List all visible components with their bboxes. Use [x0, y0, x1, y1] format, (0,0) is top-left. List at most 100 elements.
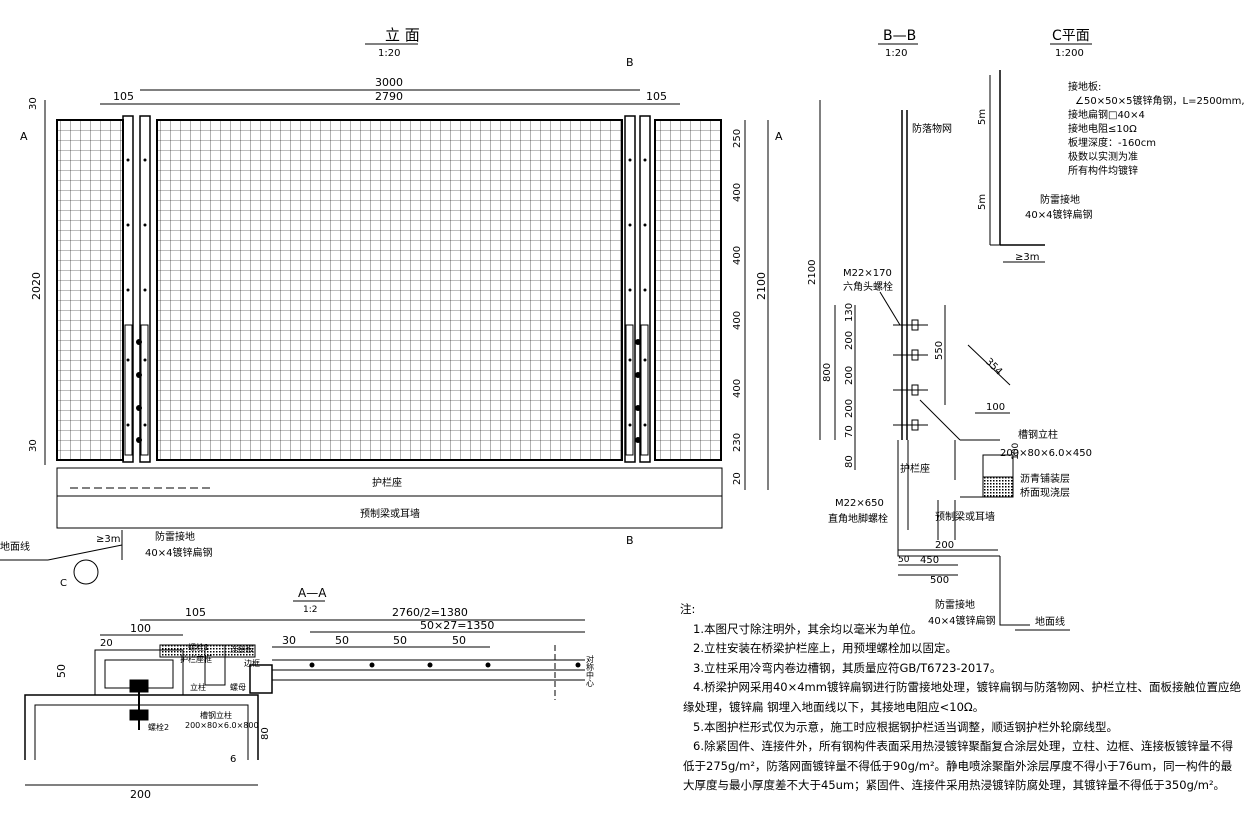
aa-d80: 80 [260, 727, 271, 740]
cplan-line-6: 所有构件均镀锌 [1068, 164, 1138, 177]
cplan-line-3: 接地电阻≤10Ω [1068, 122, 1137, 135]
label-lightning: 防雷接地 [155, 530, 195, 543]
dim-r230: 230 [732, 433, 743, 452]
section-mark-a-right: A [775, 130, 783, 143]
note-item-6: 6.除紧固件、连接件外，所有钢构件表面采用热浸镀锌聚酯复合涂层处理，立柱、边框、… [683, 739, 1233, 793]
aa-d50: 50 [55, 664, 68, 678]
bb-section: B—B 1:20 防落物网 M22×170 六角头螺栓 槽钢立柱 200×80×… [807, 28, 1092, 631]
bb-scale: 1:20 [885, 48, 907, 59]
aa-d50c: 50 [452, 634, 466, 647]
dim-left-post: 105 [113, 90, 134, 103]
dim-r400b: 400 [732, 246, 743, 265]
cplan-line-1: ∠50×50×5镀锌角钢，L=2500mm, [1075, 94, 1245, 107]
dim-r20: 20 [732, 472, 743, 485]
dim-overall-width: 3000 [375, 76, 403, 89]
bb-d70: 70 [844, 425, 855, 438]
bb-lightning: 防雷接地 [935, 598, 975, 611]
bb-concrete: 桥面现浇层 [1020, 486, 1070, 499]
notes-heading: 注: [680, 602, 696, 616]
label-steel: 40×4镀锌扁钢 [145, 546, 212, 559]
bb-guard-base: 护栏座 [900, 462, 930, 475]
elevation-scale: 1:20 [378, 48, 400, 59]
label-ground: 地面线 [0, 540, 30, 553]
label-c: C [60, 578, 67, 589]
c-plan: C平面 1:200 5m 5m ≥3m 防雷接地 40×4镀锌扁钢 接地板: ∠… [977, 28, 1245, 263]
note-item-1: 1.本图尺寸除注明外，其余均以毫米为单位。 [693, 621, 923, 636]
dim-r400a: 400 [732, 183, 743, 202]
aa-plate: 连接板 [230, 644, 254, 654]
bb-bolt-top: M22×170 [843, 268, 892, 279]
bb-fence: 防落物网 [912, 122, 952, 135]
aa-section: A—A 1:2 105 100 20 50 200 6 80 [24, 586, 595, 801]
elevation-view: 立 面 1:20 3000 2790 105 105 [0, 26, 783, 589]
bb-title: B—B [883, 28, 916, 44]
bb-d200b: 200 [844, 366, 855, 385]
aa-d100: 100 [130, 622, 151, 635]
aa-d30: 30 [282, 634, 296, 647]
cplan-title: C平面 [1052, 28, 1090, 44]
note-item-2: 2.立柱安装在桥梁护栏座上，用预埋螺栓加以固定。 [693, 641, 957, 656]
dim-inner-width: 2790 [375, 90, 403, 103]
bb-bolt-top2: 六角头螺栓 [843, 280, 893, 293]
bb-h2100: 2100 [807, 260, 818, 285]
bb-beam: 预制梁或耳墙 [935, 510, 995, 523]
bb-bolt-bot: M22×650 [835, 498, 884, 509]
bb-channel: 槽钢立柱 [1018, 428, 1058, 441]
cplan-steel: 40×4镀锌扁钢 [1025, 208, 1092, 221]
bb-d80: 80 [844, 455, 855, 468]
bb-d50: 50 [898, 555, 910, 565]
aa-half: 2760/2=1380 [392, 606, 468, 619]
aa-post: 立柱 [190, 682, 206, 692]
aa-nut: 螺母 [230, 682, 246, 692]
bb-h800: 800 [822, 363, 833, 382]
dim-right-total: 2100 [755, 272, 768, 300]
note-item-5: 5.本图护栏形式仅为示意，施工时应根据钢护栏适当调整，顺适钢护栏外轮廓线型。 [693, 719, 1118, 734]
dim-top-gap: 30 [28, 97, 39, 110]
notes-block: 注: 1.本图尺寸除注明外，其余均以毫米为单位。 2.立柱安装在桥梁护栏座上，用… [680, 600, 1243, 796]
label-guard-base: 护栏座 [372, 476, 402, 489]
aa-d50b: 50 [393, 634, 407, 647]
dim-right-post: 105 [646, 90, 667, 103]
dim-r400d: 400 [732, 379, 743, 398]
bb-d450: 450 [920, 555, 939, 566]
aa-channel-spec: 200×80×6.0×800 [185, 721, 259, 730]
aa-d50a: 50 [335, 634, 349, 647]
bb-d354: 354 [983, 356, 1004, 377]
section-mark-b-bottom: B [626, 534, 634, 547]
dim-r400c: 400 [732, 311, 743, 330]
aa-d105: 105 [185, 606, 206, 619]
aa-sides: 边框 [244, 658, 260, 668]
cplan-ge3m: ≥3m [1015, 252, 1039, 263]
dim-r250: 250 [732, 129, 743, 148]
cplan-line-5: 极数以实测为准 [1068, 150, 1138, 163]
aa-title: A—A [298, 586, 327, 600]
aa-scale: 1:2 [303, 605, 317, 615]
cplan-line-4: 板埋深度：-160cm [1068, 136, 1156, 149]
aa-bolt1: 螺栓1 [188, 642, 209, 652]
bb-steel: 40×4镀锌扁钢 [928, 614, 995, 627]
note-item-3: 3.立柱采用冷弯内卷边槽钢，其质量应符GB/T6723-2017。 [693, 660, 1002, 675]
bb-bolt-bot2: 直角地脚螺栓 [828, 512, 888, 525]
label-ge3m: ≥3m [96, 534, 120, 545]
cplan-d5m-b: 5m [977, 194, 988, 210]
bb-channel-spec: 200×80×6.0×450 [1000, 448, 1092, 459]
bb-asphalt: 沥青铺装层 [1020, 472, 1070, 485]
bb-d200a: 200 [844, 331, 855, 350]
aa-center: 对称中心 [586, 654, 595, 687]
bb-d550: 550 [934, 341, 945, 360]
label-beam: 预制梁或耳墙 [360, 507, 420, 520]
bb-d200w: 200 [935, 540, 954, 551]
aa-d20: 20 [100, 638, 113, 649]
bb-d500: 500 [930, 575, 949, 586]
cplan-line-2: 接地扁钢□40×4 [1068, 108, 1145, 121]
cplan-line-0: 接地板: [1068, 80, 1101, 93]
note-item-4: 4.桥梁护网采用40×4mm镀锌扁钢进行防雷接地处理，镀锌扁钢与防落物网、护栏立… [683, 680, 1241, 714]
dim-height-total: 2020 [30, 272, 43, 300]
aa-bolt2: 螺栓2 [148, 722, 169, 732]
cplan-lightning: 防雷接地 [1040, 193, 1080, 206]
bb-d130: 130 [844, 303, 855, 322]
bb-d200c: 200 [844, 399, 855, 418]
aa-span: 50×27=1350 [420, 619, 494, 632]
section-mark-b-top: B [626, 56, 634, 69]
